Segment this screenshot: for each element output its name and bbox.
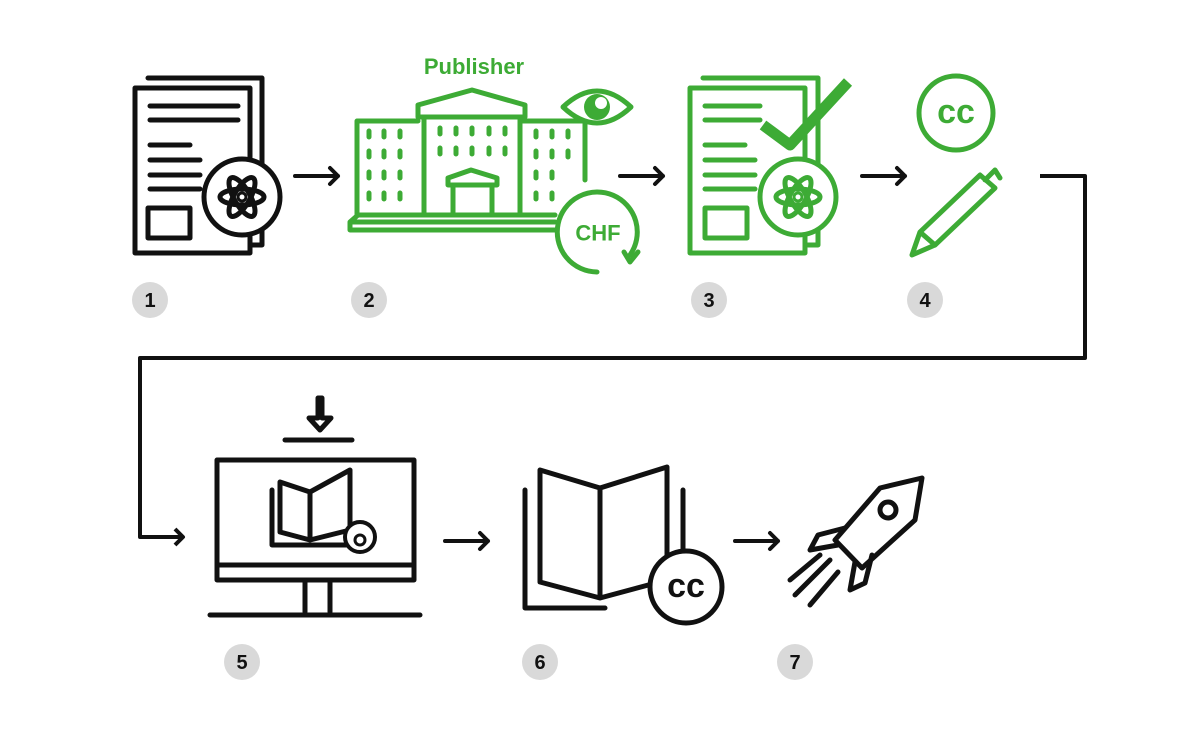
step-number: 4 (919, 290, 931, 312)
step-badge-5: 5 (224, 644, 260, 680)
approved-manuscript-icon (687, 75, 853, 256)
book-icon (269, 467, 363, 548)
step-badge-6: 6 (522, 644, 558, 680)
step-badge-2: 2 (351, 282, 387, 318)
step-badge-7: 7 (777, 644, 813, 680)
step-number: 7 (789, 652, 800, 674)
step-badge-1: 1 (132, 282, 168, 318)
step-number: 1 (144, 290, 155, 312)
rocket-icon (787, 475, 925, 608)
arrow-5-6 (443, 531, 490, 551)
arrow-1-2 (293, 166, 340, 186)
cc-label-step6: cc (667, 567, 705, 605)
currency-label: CHF (575, 221, 620, 246)
checkmark-icon (759, 78, 853, 151)
cc-label-step4: cc (937, 93, 975, 131)
manuscript-atom-icon (132, 75, 283, 256)
arrow-4-5-connector (138, 174, 1087, 547)
step-number: 6 (534, 652, 545, 674)
arrow-3-4 (860, 166, 907, 186)
download-arrow-icon (306, 395, 334, 433)
atom-icon (773, 175, 823, 219)
step-number: 2 (363, 290, 374, 312)
arrow-6-7 (733, 531, 780, 551)
publisher-building-icon: Publisher CHF (347, 54, 641, 275)
publisher-label: Publisher (424, 54, 525, 79)
open-book-cc-icon: cc (522, 464, 725, 626)
payment-cycle-icon: CHF (554, 189, 641, 275)
flow-arrows (138, 166, 1087, 551)
eye-icon (560, 88, 634, 126)
step-number: 3 (703, 290, 714, 312)
open-access-lock-icon (343, 520, 377, 554)
cc-license-sign-icon: cc (909, 73, 1003, 258)
step-badge-3: 3 (691, 282, 727, 318)
arrow-2-3 (618, 166, 665, 186)
step-badge-4: 4 (907, 282, 943, 318)
step-number: 5 (236, 652, 247, 674)
open-access-computer-icon (207, 395, 423, 618)
pen-icon (909, 167, 1003, 258)
